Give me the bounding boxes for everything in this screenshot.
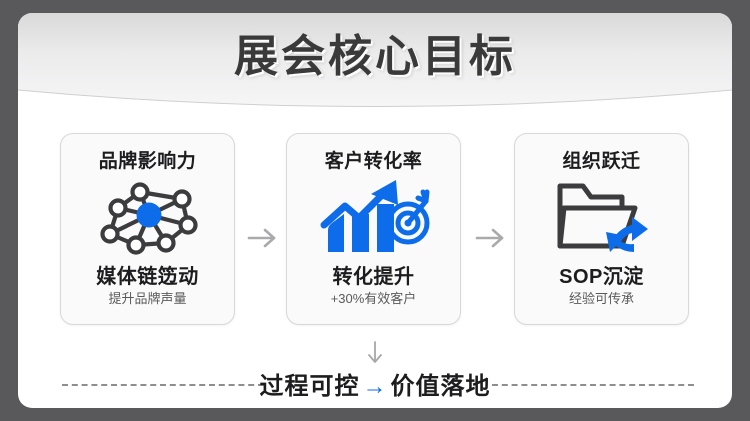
card-main-label: SOP沉淀 (559, 266, 644, 288)
card-main-label: 媒体链笾动 (96, 266, 199, 288)
growth-chart-target-icon (287, 178, 460, 256)
chevron-right-icon (474, 225, 508, 251)
card-main-label: 转化提升 (332, 266, 415, 288)
header-banner: 展会核心目标 (18, 13, 732, 125)
card-title: 客户转化率 (324, 151, 423, 172)
summary-right-text: 价值落地 (390, 373, 491, 400)
divider-dash-left (62, 384, 264, 386)
summary-footer: 过程可控→价值落地 (18, 338, 732, 408)
card-title: 品牌影响力 (98, 151, 197, 172)
card-sub-label: 经验可传承 (568, 291, 634, 306)
card-sub-label: 提升品牌声量 (108, 291, 187, 306)
arrow-right-icon: → (362, 373, 388, 400)
header-shape (18, 13, 732, 107)
goal-card-conversion-rate[interactable]: 客户转化率 (286, 133, 461, 325)
goal-card-brand-influence[interactable]: 品牌影响力 (60, 133, 235, 325)
card-title: 组织跃迁 (562, 151, 641, 172)
slide-panel: 展会核心目标 品牌影响力 (18, 13, 732, 408)
page-title: 展会核心目标 (234, 32, 516, 81)
arrow-down-icon (365, 340, 385, 366)
goal-card-organization-upgrade[interactable]: 组织跃迁 SOP沉淀 (514, 133, 689, 325)
summary-statement: 过程可控→价值落地 (18, 366, 732, 401)
card-sub-label: +30%有效客户 (330, 291, 417, 306)
summary-left-text: 过程可控 (259, 373, 360, 400)
network-graph-icon (61, 178, 234, 256)
divider-dash-right (492, 384, 694, 386)
goal-cards-row: 品牌影响力 (18, 133, 732, 338)
chevron-right-icon (246, 225, 280, 251)
folder-sync-icon (515, 178, 688, 256)
